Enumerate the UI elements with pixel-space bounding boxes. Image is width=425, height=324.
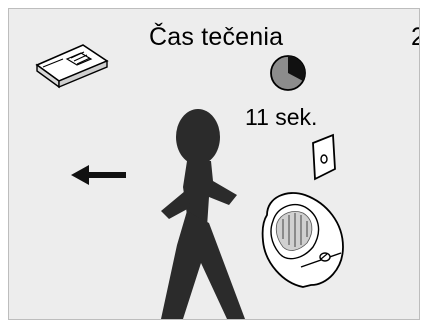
screen-title: Čas tečenia	[149, 23, 284, 51]
illustration	[35, 44, 344, 319]
instruction-screen: Čas tečenia 2	[8, 8, 420, 320]
pie-timer-icon	[270, 55, 306, 91]
urinal-icon	[261, 192, 344, 288]
timer-label: 11 sek.	[245, 104, 318, 130]
page-number: 2	[411, 23, 419, 52]
wall-sensor-icon	[312, 133, 336, 181]
arrow-left-icon	[71, 165, 126, 185]
sensor-module-icon	[35, 44, 109, 89]
walking-person-icon	[161, 109, 245, 319]
